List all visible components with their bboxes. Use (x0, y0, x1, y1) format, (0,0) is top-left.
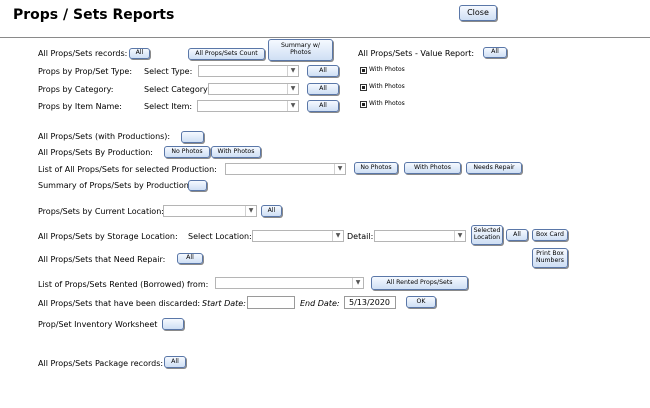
with-productions-label: All Props/Sets (with Productions): (38, 132, 171, 141)
by-item-all-button[interactable]: All (307, 100, 339, 112)
header-divider (0, 37, 650, 38)
select-location-label: Select Location: (188, 232, 252, 241)
item-combobox[interactable]: ▼ (197, 100, 299, 112)
select-item-label: Select Item: (144, 102, 193, 111)
current-location-combobox[interactable]: ▼ (163, 205, 257, 217)
start-date-label: Start Date: (202, 299, 246, 308)
worksheet-button[interactable] (162, 318, 184, 330)
close-button[interactable]: Close (459, 5, 497, 21)
chevron-down-icon[interactable]: ▼ (287, 84, 298, 94)
list-for-production-label: List of All Props/Sets for selected Prod… (38, 165, 217, 174)
by-type-all-button[interactable]: All (307, 65, 339, 77)
print-box-numbers-button[interactable]: Print Box Numbers (532, 248, 568, 268)
all-records-label: All Props/Sets records: (38, 49, 128, 58)
category-with-photos-checkbox[interactable] (360, 84, 367, 91)
by-production-no-photos-button[interactable]: No Photos (164, 146, 210, 158)
chevron-down-icon[interactable]: ▼ (245, 206, 256, 216)
by-production-label: All Props/Sets By Production: (38, 148, 153, 157)
storage-location-label: All Props/Sets by Storage Location: (38, 232, 178, 241)
item-with-photos-checkbox[interactable] (360, 101, 367, 108)
worksheet-label: Prop/Set Inventory Worksheet (38, 320, 158, 329)
storage-location-combobox[interactable]: ▼ (252, 230, 344, 242)
page-title: Props / Sets Reports (13, 7, 175, 23)
item-with-photos-label: With Photos (369, 100, 405, 107)
chevron-down-icon[interactable]: ▼ (287, 66, 298, 76)
package-all-button[interactable]: All (164, 356, 186, 368)
list-needs-repair-button[interactable]: Needs Repair (466, 162, 522, 174)
start-date-input[interactable] (247, 296, 295, 309)
production-combobox[interactable]: ▼ (225, 163, 346, 175)
chevron-down-icon[interactable]: ▼ (334, 164, 345, 174)
select-type-label: Select Type: (144, 67, 193, 76)
value-report-all-button[interactable]: All (483, 47, 507, 58)
need-repair-label: All Props/Sets that Need Repair: (38, 255, 166, 264)
chevron-down-icon[interactable]: ▼ (332, 231, 343, 241)
current-location-all-button[interactable]: All (261, 205, 282, 217)
type-with-photos-label: With Photos (369, 66, 405, 73)
by-item-label: Props by Item Name: (38, 102, 122, 111)
with-productions-button[interactable] (181, 131, 204, 143)
summary-by-production-label: Summary of Props/Sets by Production: (38, 181, 192, 190)
by-type-label: Props by Prop/Set Type: (38, 67, 133, 76)
summary-by-production-button[interactable] (188, 180, 207, 191)
end-date-label: End Date: (300, 299, 340, 308)
detail-combobox[interactable]: ▼ (374, 230, 466, 242)
type-with-photos-checkbox[interactable] (360, 67, 367, 74)
value-report-label: All Props/Sets - Value Report: (358, 49, 475, 58)
detail-label: Detail: (347, 232, 374, 241)
storage-all-button[interactable]: All (506, 229, 528, 241)
box-card-button[interactable]: Box Card (532, 229, 568, 241)
summary-photos-button[interactable]: Summary w/ Photos (268, 39, 333, 61)
list-with-photos-button[interactable]: With Photos (404, 162, 461, 174)
category-with-photos-label: With Photos (369, 83, 405, 90)
discarded-ok-button[interactable]: OK (406, 296, 436, 308)
category-combobox[interactable]: ▼ (208, 83, 299, 95)
chevron-down-icon[interactable]: ▼ (287, 101, 298, 111)
type-combobox[interactable]: ▼ (198, 65, 299, 77)
by-category-all-button[interactable]: All (307, 83, 339, 95)
chevron-down-icon[interactable]: ▼ (352, 278, 363, 288)
rented-from-combobox[interactable]: ▼ (215, 277, 364, 289)
by-production-with-photos-button[interactable]: With Photos (211, 146, 261, 158)
selected-location-button[interactable]: Selected Location (471, 225, 503, 245)
by-category-label: Props by Category: (38, 85, 114, 94)
end-date-input[interactable]: 5/13/2020 (344, 296, 396, 309)
all-rented-button[interactable]: All Rented Props/Sets (371, 276, 468, 290)
need-repair-all-button[interactable]: All (177, 253, 203, 264)
select-category-label: Select Category: (144, 85, 210, 94)
list-no-photos-button[interactable]: No Photos (354, 162, 398, 174)
package-label: All Props/Sets Package records: (38, 359, 164, 368)
current-location-label: Props/Sets by Current Location: (38, 207, 164, 216)
chevron-down-icon[interactable]: ▼ (454, 231, 465, 241)
rented-label: List of Props/Sets Rented (Borrowed) fro… (38, 280, 209, 289)
all-count-button[interactable]: All Props/Sets Count (188, 48, 265, 60)
discarded-label: All Props/Sets that have been discarded: (38, 299, 201, 308)
all-records-all-button[interactable]: All (129, 48, 150, 59)
